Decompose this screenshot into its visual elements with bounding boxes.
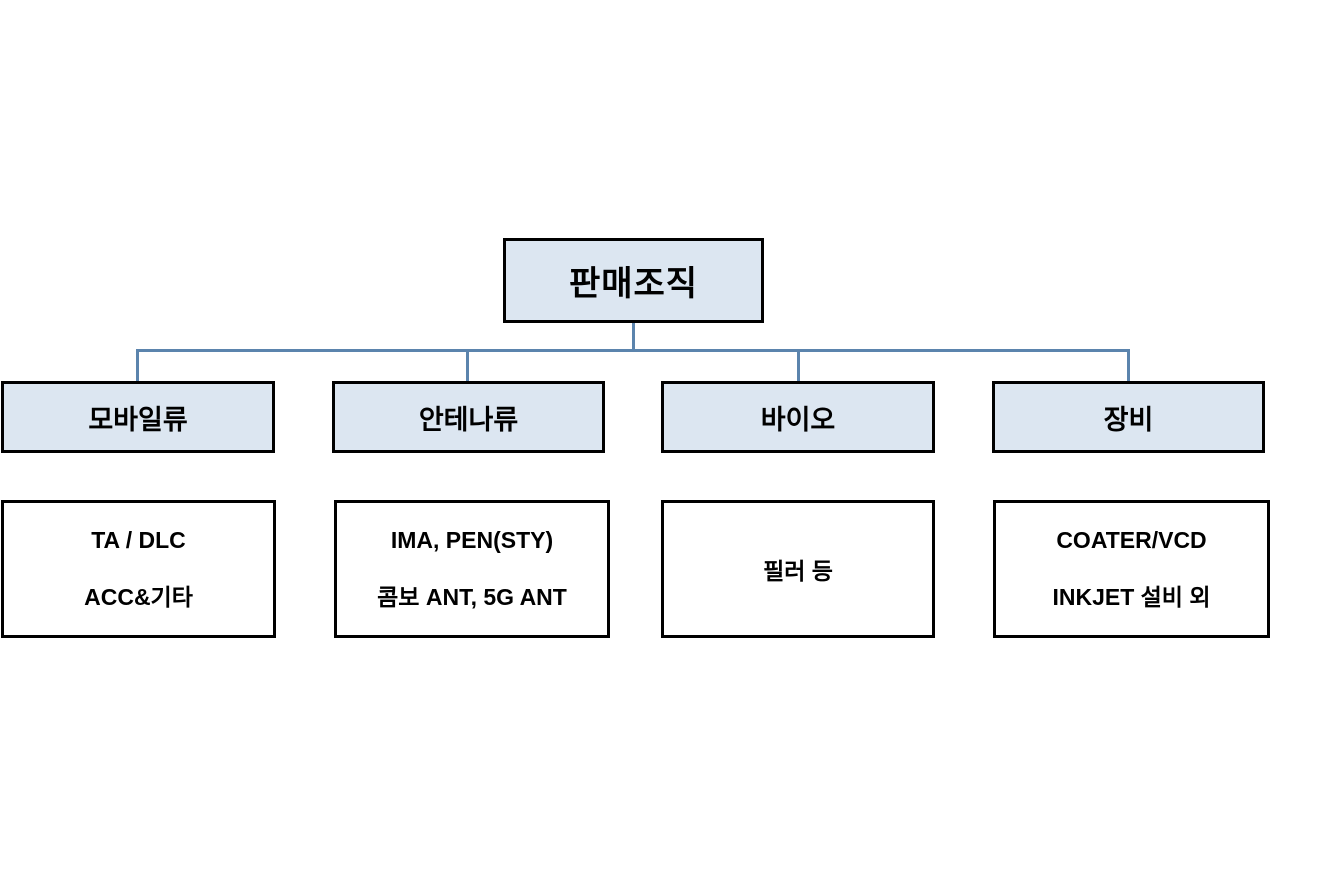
detail-box-antenna: IMA, PEN(STY) 콤보 ANT, 5G ANT bbox=[334, 500, 610, 638]
detail-line: ACC&기타 bbox=[84, 583, 193, 610]
connector-stub-antenna bbox=[466, 350, 469, 381]
branch-label-bio: 바이오 bbox=[760, 404, 836, 435]
detail-line: 콤보 ANT, 5G ANT bbox=[377, 583, 567, 610]
connector-stub-bio bbox=[797, 350, 800, 381]
branch-label-antenna: 안테나류 bbox=[418, 404, 519, 435]
detail-box-bio: 필러 등 bbox=[661, 500, 935, 638]
detail-line: 필러 등 bbox=[763, 558, 833, 584]
connector-horizontal-bar bbox=[136, 349, 1130, 352]
branch-node-mobile: 모바일류 bbox=[1, 381, 275, 453]
connector-stub-mobile bbox=[136, 350, 139, 381]
detail-box-equipment: COATER/VCD INKJET 설비 외 bbox=[993, 500, 1270, 638]
branch-node-antenna: 안테나류 bbox=[332, 381, 605, 453]
detail-line: COATER/VCD bbox=[1056, 526, 1207, 553]
detail-box-mobile: TA / DLC ACC&기타 bbox=[1, 500, 276, 638]
branch-label-mobile: 모바일류 bbox=[88, 404, 188, 435]
org-root-label: 판매조직 bbox=[568, 265, 699, 303]
detail-line: INKJET 설비 외 bbox=[1052, 583, 1211, 610]
branch-node-equipment: 장비 bbox=[992, 381, 1265, 453]
branch-node-bio: 바이오 bbox=[661, 381, 935, 453]
branch-label-equipment: 장비 bbox=[1103, 404, 1154, 435]
connector-root-vertical bbox=[632, 323, 635, 350]
connector-stub-equipment bbox=[1127, 350, 1130, 381]
detail-line: TA / DLC bbox=[91, 526, 186, 553]
org-root-node: 판매조직 bbox=[503, 238, 764, 323]
detail-line: IMA, PEN(STY) bbox=[390, 526, 554, 553]
